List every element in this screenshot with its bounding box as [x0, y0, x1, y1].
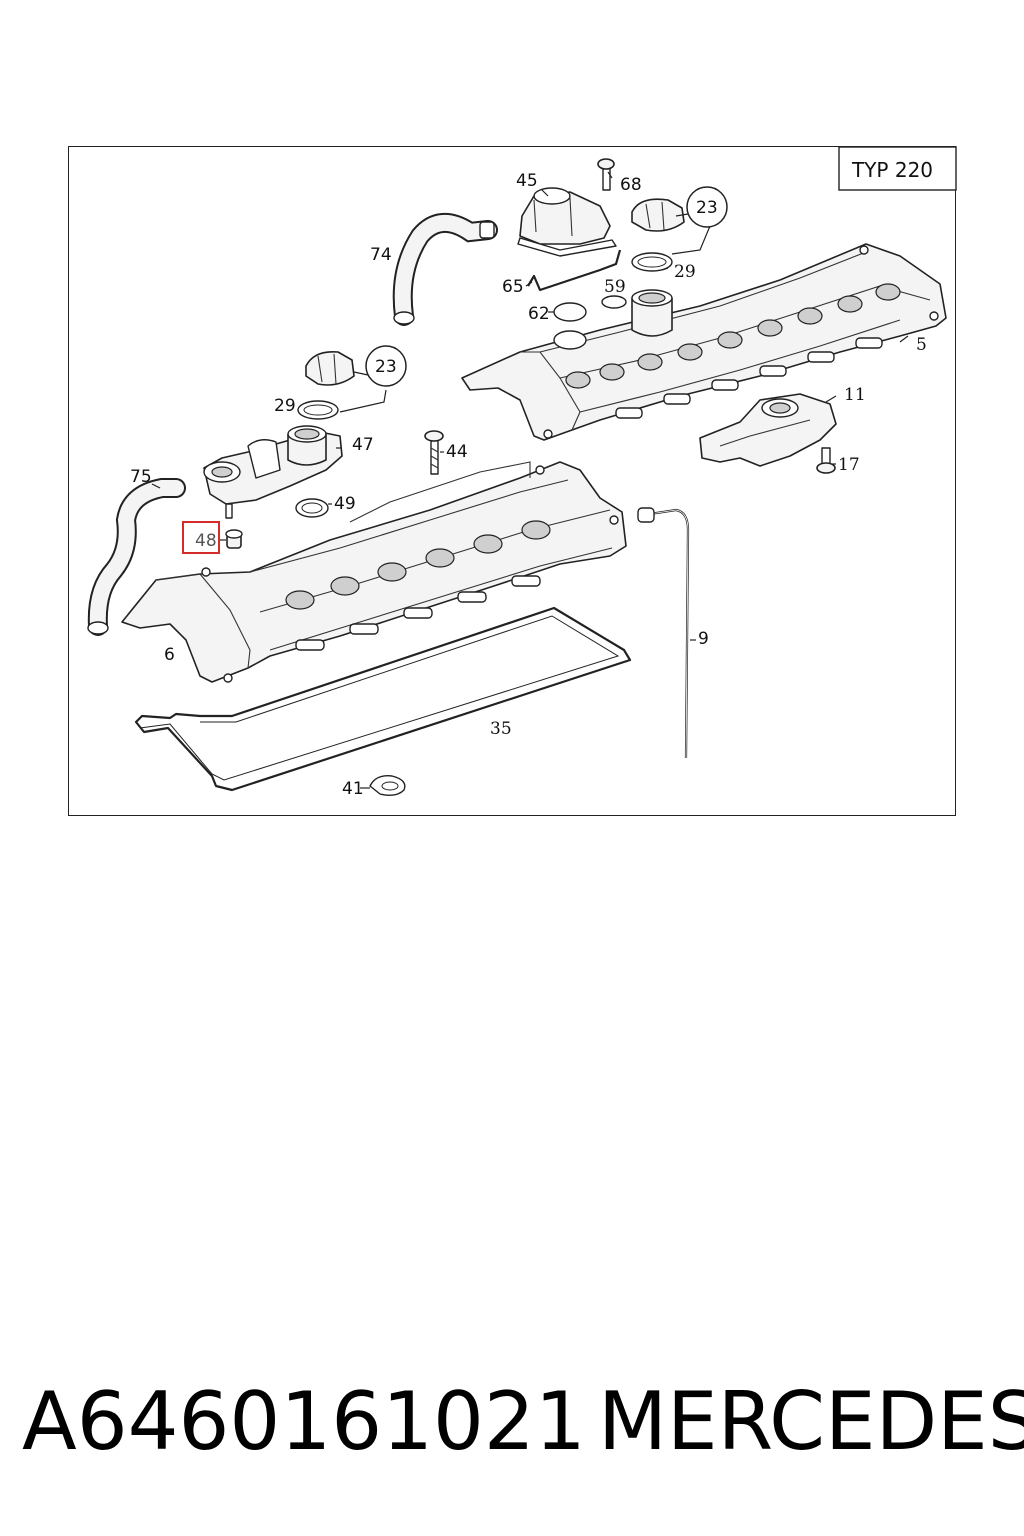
callout-48: 48 [195, 531, 217, 551]
type-label-box [838, 146, 957, 191]
callout-41: 41 [342, 779, 364, 799]
part-68-bolt [597, 158, 615, 191]
part-75-hose [89, 480, 184, 634]
part-62-ring [553, 302, 587, 322]
part-65-clip [527, 249, 622, 292]
callout-35: 35 [490, 719, 512, 739]
callout-23-upper: 23 [696, 198, 718, 218]
callout-23-circle-lower [365, 345, 407, 387]
callout-65: 65 [502, 277, 524, 297]
callout-44: 44 [446, 442, 468, 462]
callout-23-circle-upper [686, 186, 728, 228]
part-number: A6460161021 [22, 1375, 586, 1468]
callout-62: 62 [528, 304, 550, 324]
part-9-tube [649, 508, 690, 759]
part-35-gasket [134, 606, 632, 792]
callout-45: 45 [516, 171, 538, 191]
callout-5: 5 [916, 335, 927, 355]
callout-47: 47 [352, 435, 374, 455]
part-48-plug [225, 529, 243, 549]
part-11-baffle [699, 393, 837, 467]
part-17-bolt [816, 447, 836, 474]
highlight-box-48 [182, 521, 220, 554]
part-6-cylinder-head-cover-front [121, 461, 627, 683]
callout-59: 59 [604, 277, 626, 297]
callout-17: 17 [838, 455, 860, 475]
footer: A6460161021 MERCEDES [0, 1372, 1024, 1472]
callout-75: 75 [130, 467, 152, 487]
callout-29-upper: 29 [674, 262, 696, 282]
diagram-frame [68, 146, 956, 816]
callout-68: 68 [620, 175, 642, 195]
brand-name: MERCEDES [598, 1375, 1024, 1468]
part-23-cap-lower [305, 350, 355, 386]
part-45-oil-separator [517, 187, 617, 257]
part-5-cylinder-head-cover-rear [461, 243, 947, 441]
part-44-bolt [424, 430, 444, 475]
exploded-parts-diagram: TYP 220 [87, 146, 957, 799]
callout-74: 74 [370, 245, 392, 265]
callout-11: 11 [844, 385, 866, 405]
part-23-cap-upper [631, 198, 685, 232]
callout-9: 9 [698, 629, 709, 649]
type-label: TYP 220 [851, 158, 933, 182]
callout-23-lower: 23 [375, 357, 397, 377]
part-59-ring [601, 295, 627, 309]
callout-49: 49 [334, 494, 356, 514]
part-47-oil-separator-front [203, 425, 343, 519]
callout-29-lower: 29 [274, 396, 296, 416]
callout-6: 6 [164, 645, 175, 665]
